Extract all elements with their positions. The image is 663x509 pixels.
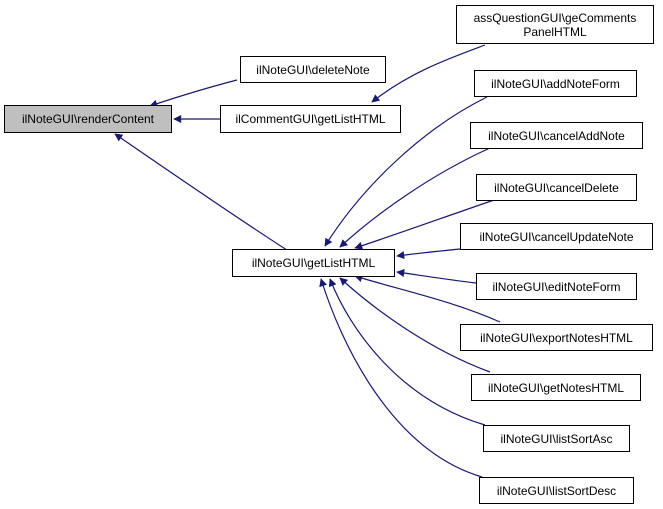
node-commentGetListHTML[interactable]: ilCommentGUI\getListHTML — [220, 105, 401, 133]
edge-exportNotesHTML-to-getListHTML — [354, 274, 501, 323]
node-getListHTML[interactable]: ilNoteGUI\getListHTML — [232, 249, 395, 277]
node-cancelDelete[interactable]: ilNoteGUI\cancelDelete — [476, 174, 637, 201]
edge-cancelDelete-to-getListHTML — [354, 197, 501, 250]
node-listSortAsc[interactable]: ilNoteGUI\listSortAsc — [483, 425, 630, 452]
edge-geCommentsPanelHTML-to-commentGetListHTML — [371, 44, 486, 103]
edge-getNotesHTML-to-getListHTML — [339, 277, 491, 373]
node-renderContent[interactable]: ilNoteGUI\renderContent — [4, 105, 172, 133]
node-getNotesHTML[interactable]: ilNoteGUI\getNotesHTML — [471, 374, 641, 401]
node-exportNotesHTML[interactable]: ilNoteGUI\exportNotesHTML — [460, 324, 653, 351]
node-addNoteForm[interactable]: ilNoteGUI\addNoteForm — [474, 70, 637, 97]
node-cancelUpdateNote[interactable]: ilNoteGUI\cancelUpdateNote — [460, 223, 653, 250]
edge-cancelUpdateNote-to-getListHTML — [396, 248, 461, 260]
node-cancelAddNote[interactable]: ilNoteGUI\cancelAddNote — [470, 122, 643, 149]
edge-cancelAddNote-to-getListHTML — [339, 147, 491, 248]
node-listSortDesc[interactable]: ilNoteGUI\listSortDesc — [479, 477, 634, 504]
edge-editNoteForm-to-getListHTML — [396, 269, 477, 284]
edge-addNoteForm-to-getListHTML — [324, 96, 488, 247]
edge-listSortDesc-to-getListHTML — [319, 278, 483, 478]
edge-deleteNote-to-renderContent — [149, 79, 238, 108]
node-editNoteForm[interactable]: ilNoteGUI\editNoteForm — [476, 273, 637, 300]
edge-getListHTML-to-renderContent — [114, 133, 291, 253]
node-geCommentsPanelHTML[interactable]: assQuestionGUI\geComments PanelHTML — [456, 5, 654, 44]
node-deleteNote[interactable]: ilNoteGUI\deleteNote — [240, 56, 386, 83]
edge-listSortAsc-to-getListHTML — [328, 278, 486, 426]
